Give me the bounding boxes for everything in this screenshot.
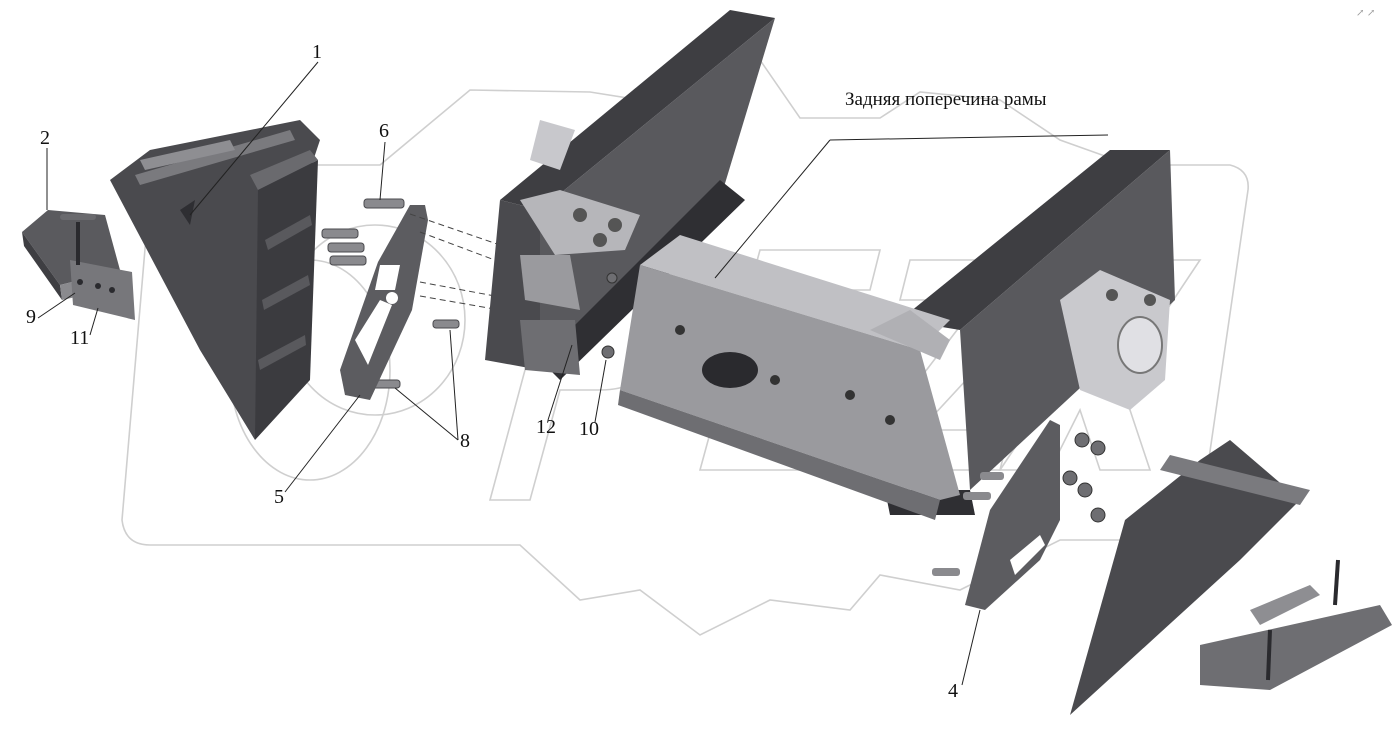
corner-mark: ↗ ↗ [1356,8,1376,19]
callout-2: 2 [40,127,50,149]
diagram-caption: Задняя поперечина рамы [845,89,1047,110]
callout-12: 12 [536,416,556,438]
part-5-mount-plate [340,205,428,400]
assembly-guide-lines [409,213,501,311]
hitch-bracket [1060,270,1170,410]
part-2-bracket-left [22,210,135,320]
fender-bracket-right [1070,440,1392,715]
callout-6: 6 [379,120,389,142]
callout-4: 4 [948,680,958,702]
callout-1: 1 [312,41,322,63]
callout-11: 11 [70,327,90,349]
callout-9: 9 [26,306,36,328]
callout-5: 5 [274,486,284,508]
part-1-fender-bracket-left [110,120,320,440]
nuts-10 [601,272,1106,523]
part-4-mount-plate-right [932,420,1060,610]
bolts-6-8 [321,198,460,389]
callout-leaders [37,61,1109,686]
rear-cross-member [618,235,960,520]
callout-8: 8 [460,430,470,452]
frame-side-member-left [485,10,775,380]
callout-10: 10 [579,418,599,440]
